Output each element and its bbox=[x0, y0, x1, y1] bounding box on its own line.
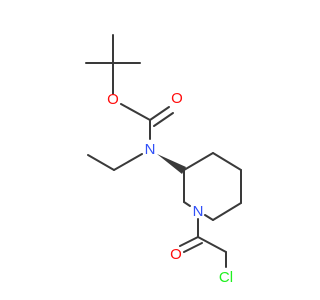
nitrogen-atom-carbamate: N bbox=[145, 141, 156, 158]
bond bbox=[183, 152, 214, 171]
bond bbox=[87, 154, 115, 171]
bond bbox=[183, 242, 203, 253]
bond bbox=[120, 103, 151, 121]
bond bbox=[179, 236, 199, 247]
chlorine-atom: Cl bbox=[219, 269, 233, 286]
bond bbox=[149, 106, 170, 121]
nitrogen-atom-ring: N bbox=[193, 203, 204, 220]
oxygen-atom-carbonyl-bottom: O bbox=[170, 246, 182, 263]
oxygen-atom-carbonyl-top: O bbox=[171, 90, 183, 107]
bond bbox=[183, 201, 191, 207]
molecule-structure: O O N N O Cl bbox=[85, 34, 242, 286]
bond bbox=[197, 236, 227, 253]
wedge-bond bbox=[157, 154, 186, 174]
bond bbox=[212, 152, 242, 171]
oxygen-atom-ester: O bbox=[107, 91, 119, 108]
bond bbox=[153, 112, 174, 127]
bond bbox=[212, 202, 242, 221]
bond bbox=[113, 153, 143, 171]
bond bbox=[204, 214, 214, 221]
